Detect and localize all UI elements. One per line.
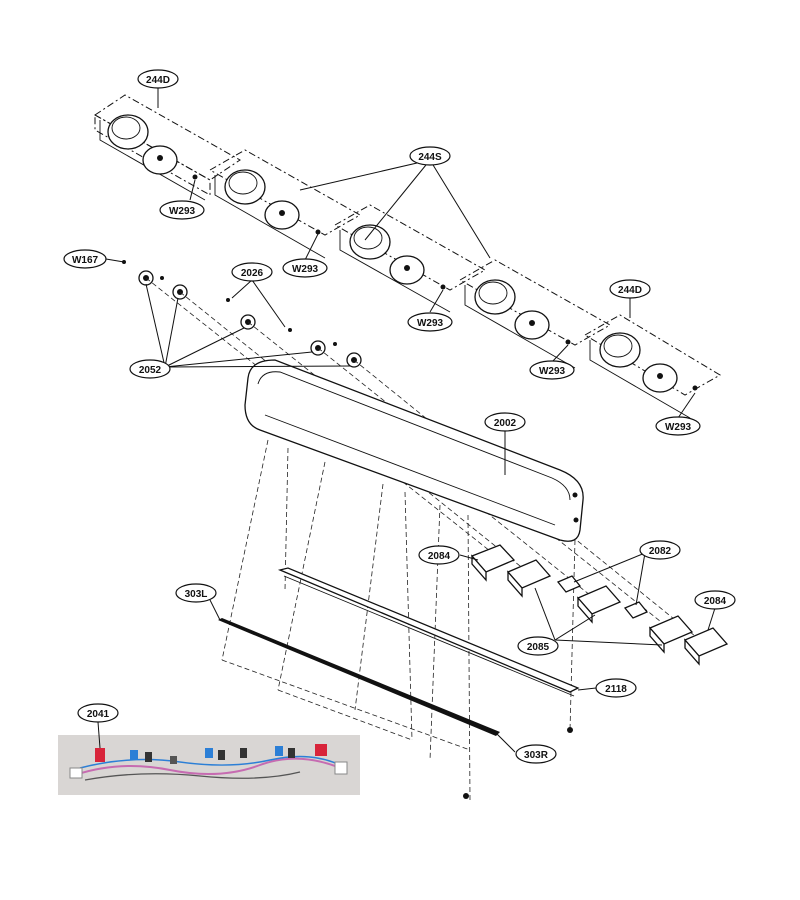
switch-2085b-icon	[648, 615, 694, 654]
label-303r: 303R	[515, 744, 557, 764]
switch-2084-left-icon	[470, 544, 516, 582]
label-2026: 2026	[231, 262, 273, 282]
svg-text:244S: 244S	[418, 152, 442, 163]
switch-2085a-icon	[576, 585, 622, 624]
label-w293-2: W293	[282, 258, 328, 278]
label-2118: 2118	[595, 678, 637, 698]
svg-text:303R: 303R	[524, 750, 549, 761]
svg-text:W167: W167	[72, 255, 99, 266]
knob-assembly-244s-2	[333, 204, 487, 313]
svg-text:244D: 244D	[618, 285, 642, 296]
svg-text:2026: 2026	[241, 268, 264, 279]
svg-text:2084: 2084	[428, 551, 451, 562]
label-244s: 244S	[409, 146, 451, 166]
label-303l: 303L	[175, 583, 217, 603]
label-w293-1: W293	[159, 200, 205, 220]
leader-lines	[97, 88, 716, 753]
label-244d-top: 244D	[137, 69, 179, 89]
label-2084-left: 2084	[418, 545, 460, 565]
label-244d-right: 244D	[609, 279, 651, 299]
svg-text:2082: 2082	[649, 546, 672, 557]
switch-2082a-icon	[556, 575, 582, 593]
control-panel-2002	[244, 359, 584, 542]
label-w167: W167	[63, 249, 107, 269]
label-w293-4: W293	[529, 360, 575, 380]
svg-text:W293: W293	[292, 264, 319, 275]
knob-assembly-244s-3	[458, 259, 612, 369]
switch-2084-right-icon	[683, 627, 729, 666]
assembly-axis-lines	[145, 277, 701, 641]
label-2052: 2052	[129, 359, 171, 379]
svg-text:2118: 2118	[605, 684, 627, 695]
svg-text:W293: W293	[417, 318, 444, 329]
switch-2082b-icon	[623, 601, 649, 619]
label-w293-3: W293	[407, 312, 453, 332]
knob-assembly-244s-1	[208, 149, 362, 259]
svg-text:W293: W293	[665, 422, 692, 433]
knob-assembly-244d-right	[584, 314, 721, 419]
wire-harness-2041-photo	[58, 735, 360, 795]
strip-303	[218, 618, 500, 799]
label-2085: 2085	[517, 636, 559, 656]
svg-text:2002: 2002	[494, 418, 517, 429]
svg-text:W293: W293	[169, 206, 196, 217]
knob-assembly-244d-top	[94, 94, 241, 201]
label-w293-5: W293	[655, 416, 701, 436]
svg-text:2052: 2052	[139, 365, 162, 376]
label-2002: 2002	[484, 412, 526, 432]
svg-text:2085: 2085	[527, 642, 550, 653]
switches	[470, 544, 729, 666]
svg-text:244D: 244D	[146, 75, 170, 86]
bracket-2118	[277, 567, 580, 733]
label-2082: 2082	[639, 540, 681, 560]
switch-2084b-icon	[506, 559, 552, 598]
svg-text:303L: 303L	[185, 589, 208, 600]
svg-text:2041: 2041	[87, 709, 110, 720]
knob-icon	[107, 114, 149, 150]
svg-text:2084: 2084	[704, 596, 727, 607]
label-2084-right: 2084	[694, 590, 736, 610]
svg-text:W293: W293	[539, 366, 566, 377]
label-2041: 2041	[77, 703, 119, 723]
